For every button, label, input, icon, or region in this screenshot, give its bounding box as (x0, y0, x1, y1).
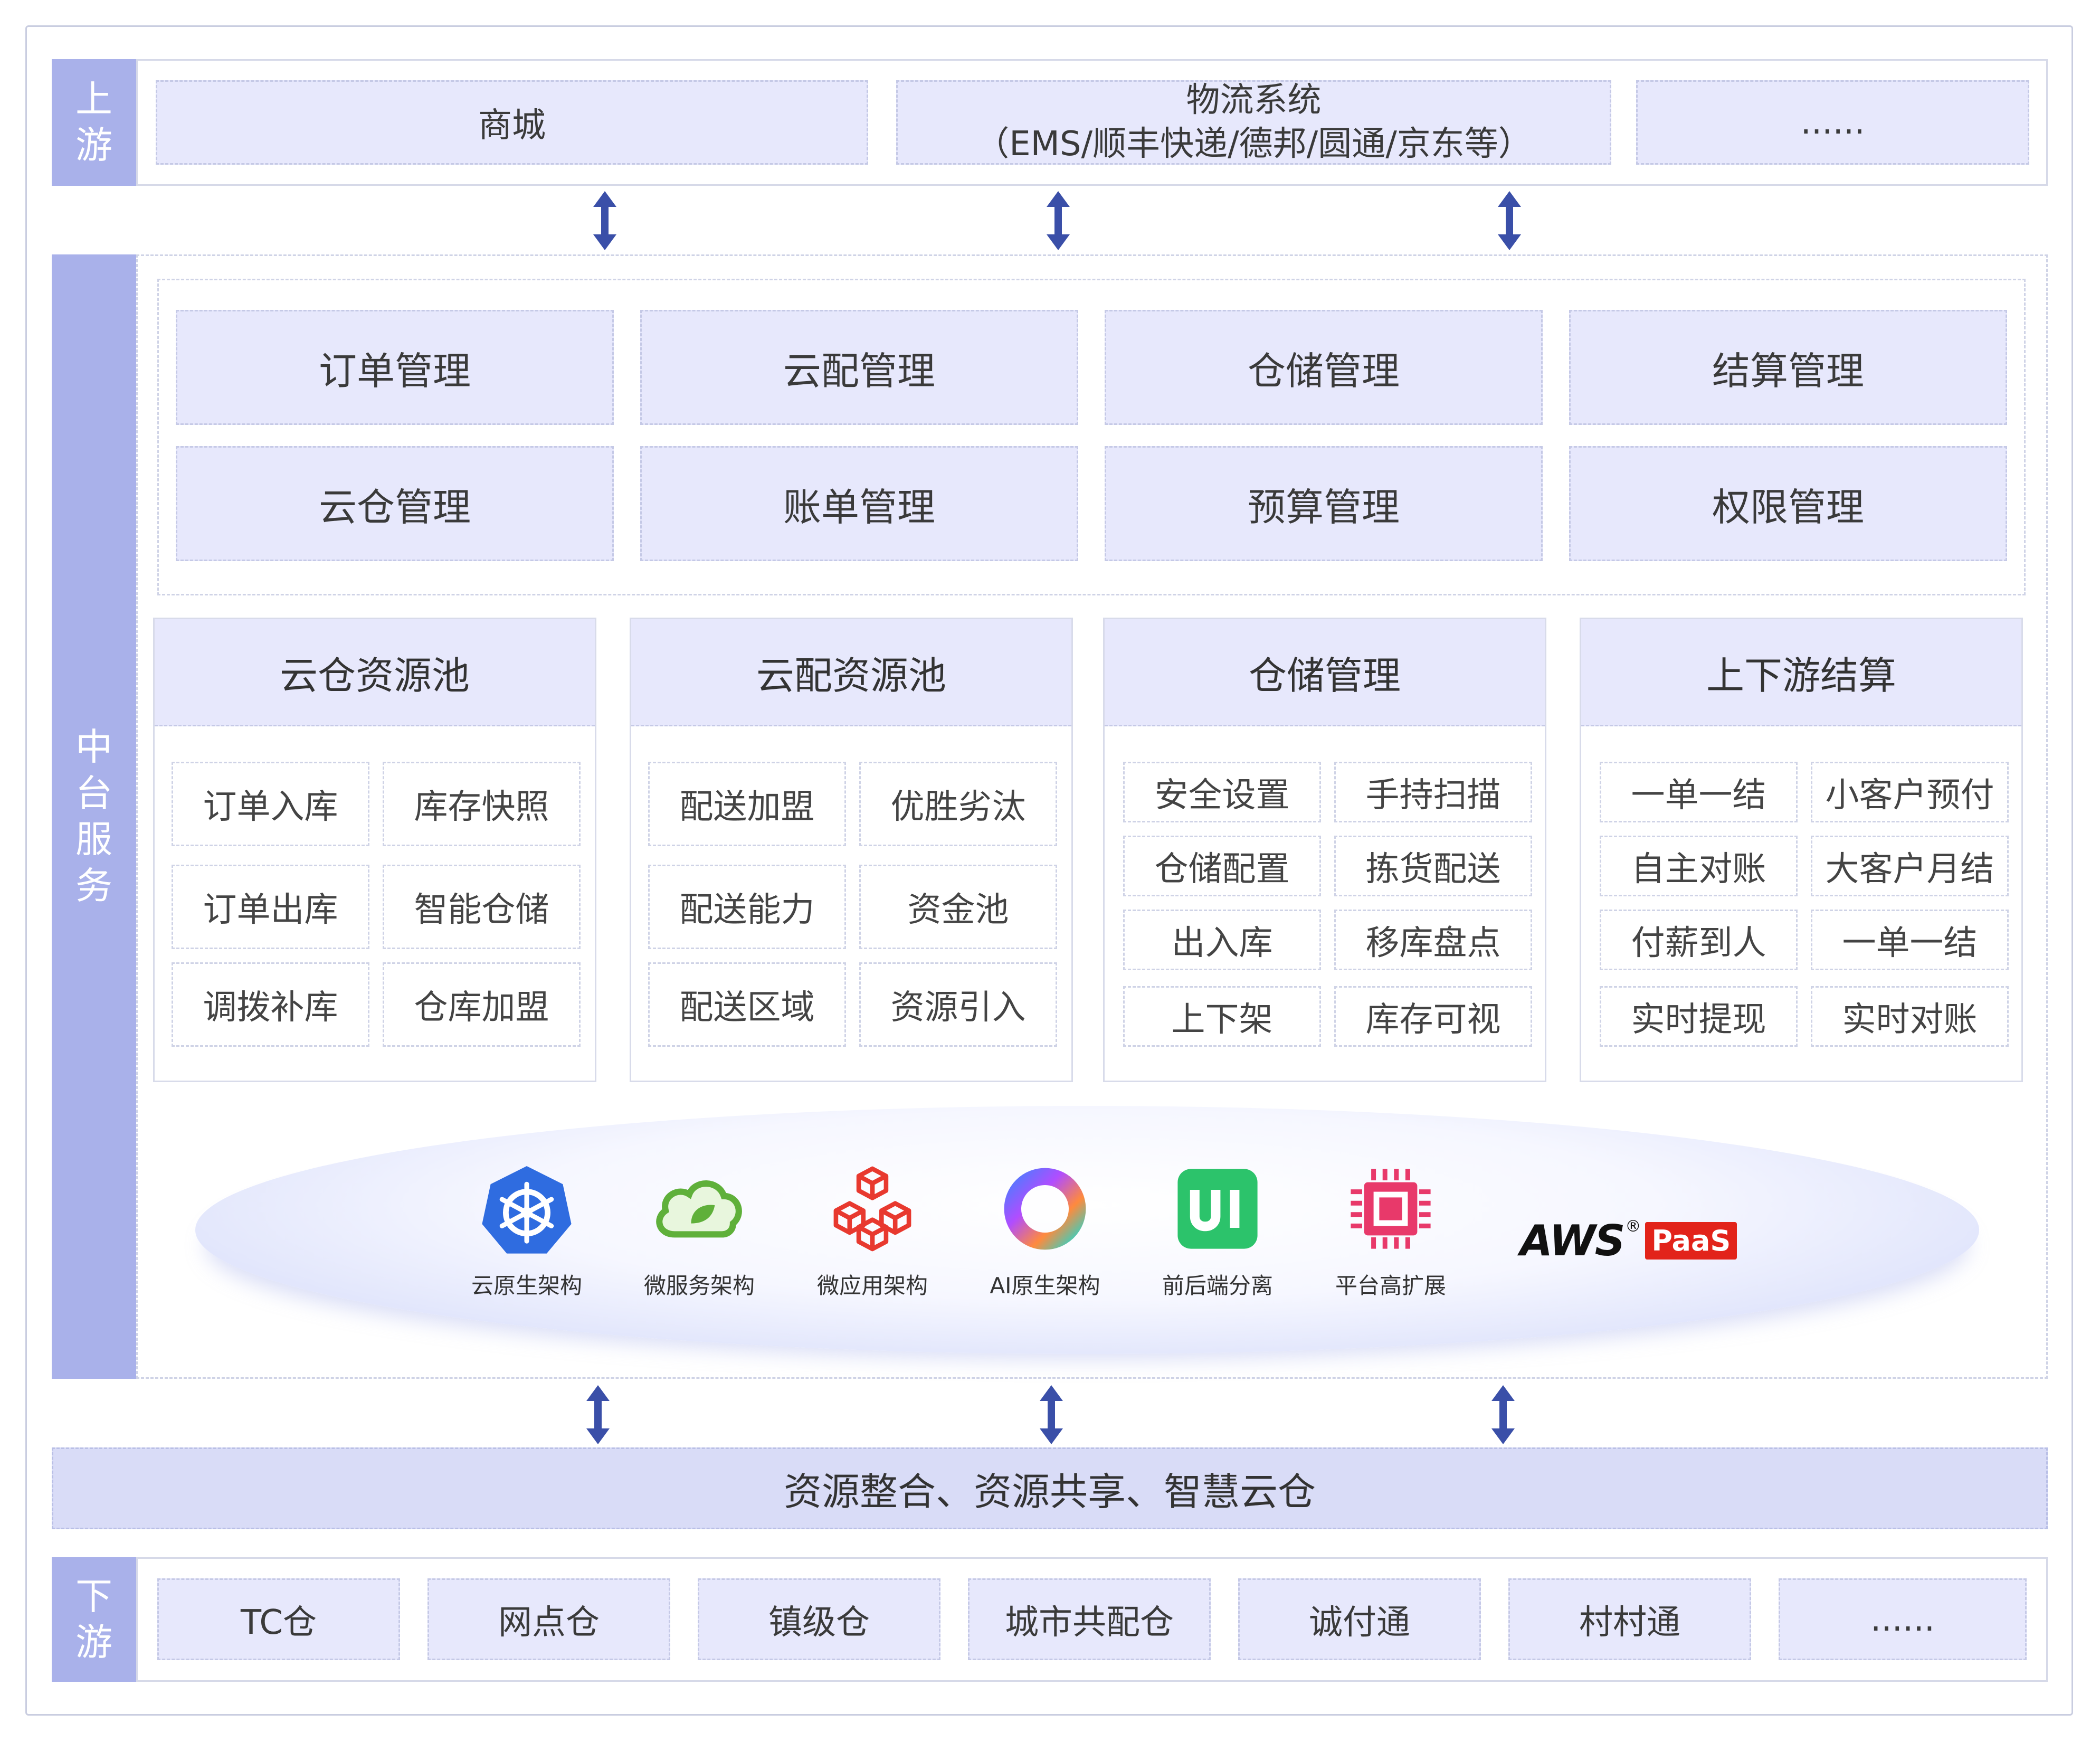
bidirectional-arrow-icon (593, 191, 616, 250)
management-item: 结算管理 (1569, 310, 2007, 425)
tech-item-microservice: 微服务架构 (620, 1161, 778, 1300)
pool-item: 订单出库 (172, 865, 369, 949)
tech-label: 微应用架构 (816, 1273, 928, 1299)
pool-item: 小客户预付 (1811, 762, 2009, 822)
management-item: 订单管理 (176, 310, 614, 425)
pool-item: 实时对账 (1811, 986, 2009, 1047)
pool-item: 库存可视 (1334, 986, 1532, 1047)
bidirectional-arrow-icon (1498, 191, 1521, 250)
kubernetes-icon (482, 1166, 572, 1254)
upstream-item-more: ...... (1636, 80, 2029, 165)
tech-label: 微服务架构 (643, 1273, 755, 1299)
aws-wordmark: AWS (1520, 1216, 1625, 1265)
tech-label: 平台高扩展 (1335, 1273, 1446, 1299)
pool-item: 自主对账 (1600, 836, 1798, 896)
resource-pool-settlement: 上下游结算 一单一结 小客户预付 自主对账 大客户月结 付薪到人 一单一结 实时… (1580, 618, 2023, 1082)
pool-item: 拣货配送 (1334, 836, 1532, 896)
bidirectional-arrow-icon (1047, 191, 1070, 250)
registered-mark: ® (1625, 1217, 1641, 1236)
ai-ring-icon (1004, 1168, 1086, 1250)
tech-label: AI原生架构 (990, 1273, 1100, 1299)
bidirectional-arrow-icon (586, 1385, 610, 1444)
pool-title: 仓储管理 (1105, 619, 1545, 726)
pool-item: 一单一结 (1600, 762, 1798, 822)
bidirectional-arrow-icon (1040, 1385, 1063, 1444)
spring-cloud-icon (656, 1180, 742, 1238)
tech-label: 前后端分离 (1162, 1273, 1273, 1299)
downstream-label: 下游 (52, 1557, 136, 1682)
pool-item: 库存快照 (383, 762, 581, 846)
aws-paas-logo: AWS ® PaaS (1520, 1214, 1742, 1267)
pool-item: 优胜劣汰 (859, 762, 1057, 846)
tech-item-cloud-native: 云原生架构 (448, 1161, 606, 1300)
tech-item-platform-scale: 平台高扩展 (1312, 1161, 1470, 1300)
downstream-item: 城市共配仓 (968, 1578, 1211, 1660)
tech-item-micro-app: 微应用架构 (793, 1161, 952, 1300)
pool-item: 资金池 (859, 865, 1057, 949)
tech-label: 云原生架构 (471, 1273, 582, 1299)
pool-item: 手持扫描 (1334, 762, 1532, 822)
chip-icon (1351, 1169, 1431, 1249)
upstream-label: 上游 (52, 59, 136, 186)
pool-item: 一单一结 (1811, 910, 2009, 970)
pool-title: 上下游结算 (1581, 619, 2021, 726)
pool-item: 实时提现 (1600, 986, 1798, 1047)
downstream-item: TC仓 (157, 1578, 400, 1660)
pool-item: 配送能力 (648, 865, 846, 949)
pool-item: 配送加盟 (648, 762, 846, 846)
pool-item: 资源引入 (859, 962, 1057, 1047)
tech-item-ai-native: AI原生架构 (966, 1161, 1124, 1300)
pool-item: 仓储配置 (1123, 836, 1321, 896)
management-item: 云仓管理 (176, 446, 614, 561)
pool-title: 云仓资源池 (155, 619, 595, 726)
pool-item: 智能仓储 (383, 865, 581, 949)
upstream-item-mall: 商城 (156, 80, 868, 165)
resource-integration-bar: 资源整合、资源共享、智慧云仓 (52, 1447, 2048, 1529)
management-item: 账单管理 (640, 446, 1078, 561)
pool-item: 移库盘点 (1334, 910, 1532, 970)
ui-icon (1177, 1169, 1258, 1249)
paas-badge: PaaS (1645, 1222, 1737, 1260)
downstream-item: 网点仓 (427, 1578, 670, 1660)
cubes-icon (833, 1166, 911, 1252)
resource-pool-cloud-warehouse: 云仓资源池 订单入库 库存快照 订单出库 智能仓储 调拨补库 仓库加盟 (153, 618, 596, 1082)
downstream-item: 镇级仓 (698, 1578, 940, 1660)
pool-item: 付薪到人 (1600, 910, 1798, 970)
management-item: 云配管理 (640, 310, 1078, 425)
resource-pool-cloud-delivery: 云配资源池 配送加盟 优胜劣汰 配送能力 资金池 配送区域 资源引入 (630, 618, 1073, 1082)
bidirectional-arrow-icon (1491, 1385, 1515, 1444)
middle-platform-label: 中台服务 (52, 254, 136, 1379)
downstream-item: 村村通 (1508, 1578, 1751, 1660)
tech-item-frontend-backend: 前后端分离 (1138, 1161, 1297, 1300)
pool-item: 大客户月结 (1811, 836, 2009, 896)
pool-item: 调拨补库 (172, 962, 369, 1047)
downstream-item: 诚付通 (1238, 1578, 1481, 1660)
management-item: 预算管理 (1105, 446, 1543, 561)
pool-title: 云配资源池 (631, 619, 1071, 726)
upstream-item-logistics: 物流系统 （EMS/顺丰快递/德邦/圆通/京东等） (896, 80, 1611, 165)
management-item: 权限管理 (1569, 446, 2007, 561)
pool-item: 配送区域 (648, 962, 846, 1047)
resource-pool-warehousing: 仓储管理 安全设置 手持扫描 仓储配置 拣货配送 出入库 移库盘点 上下架 库存… (1103, 618, 1546, 1082)
pool-item: 仓库加盟 (383, 962, 581, 1047)
pool-item: 出入库 (1123, 910, 1321, 970)
pool-item: 订单入库 (172, 762, 369, 846)
management-item: 仓储管理 (1105, 310, 1543, 425)
pool-item: 上下架 (1123, 986, 1321, 1047)
downstream-item: ...... (1779, 1578, 2027, 1660)
pool-item: 安全设置 (1123, 762, 1321, 822)
